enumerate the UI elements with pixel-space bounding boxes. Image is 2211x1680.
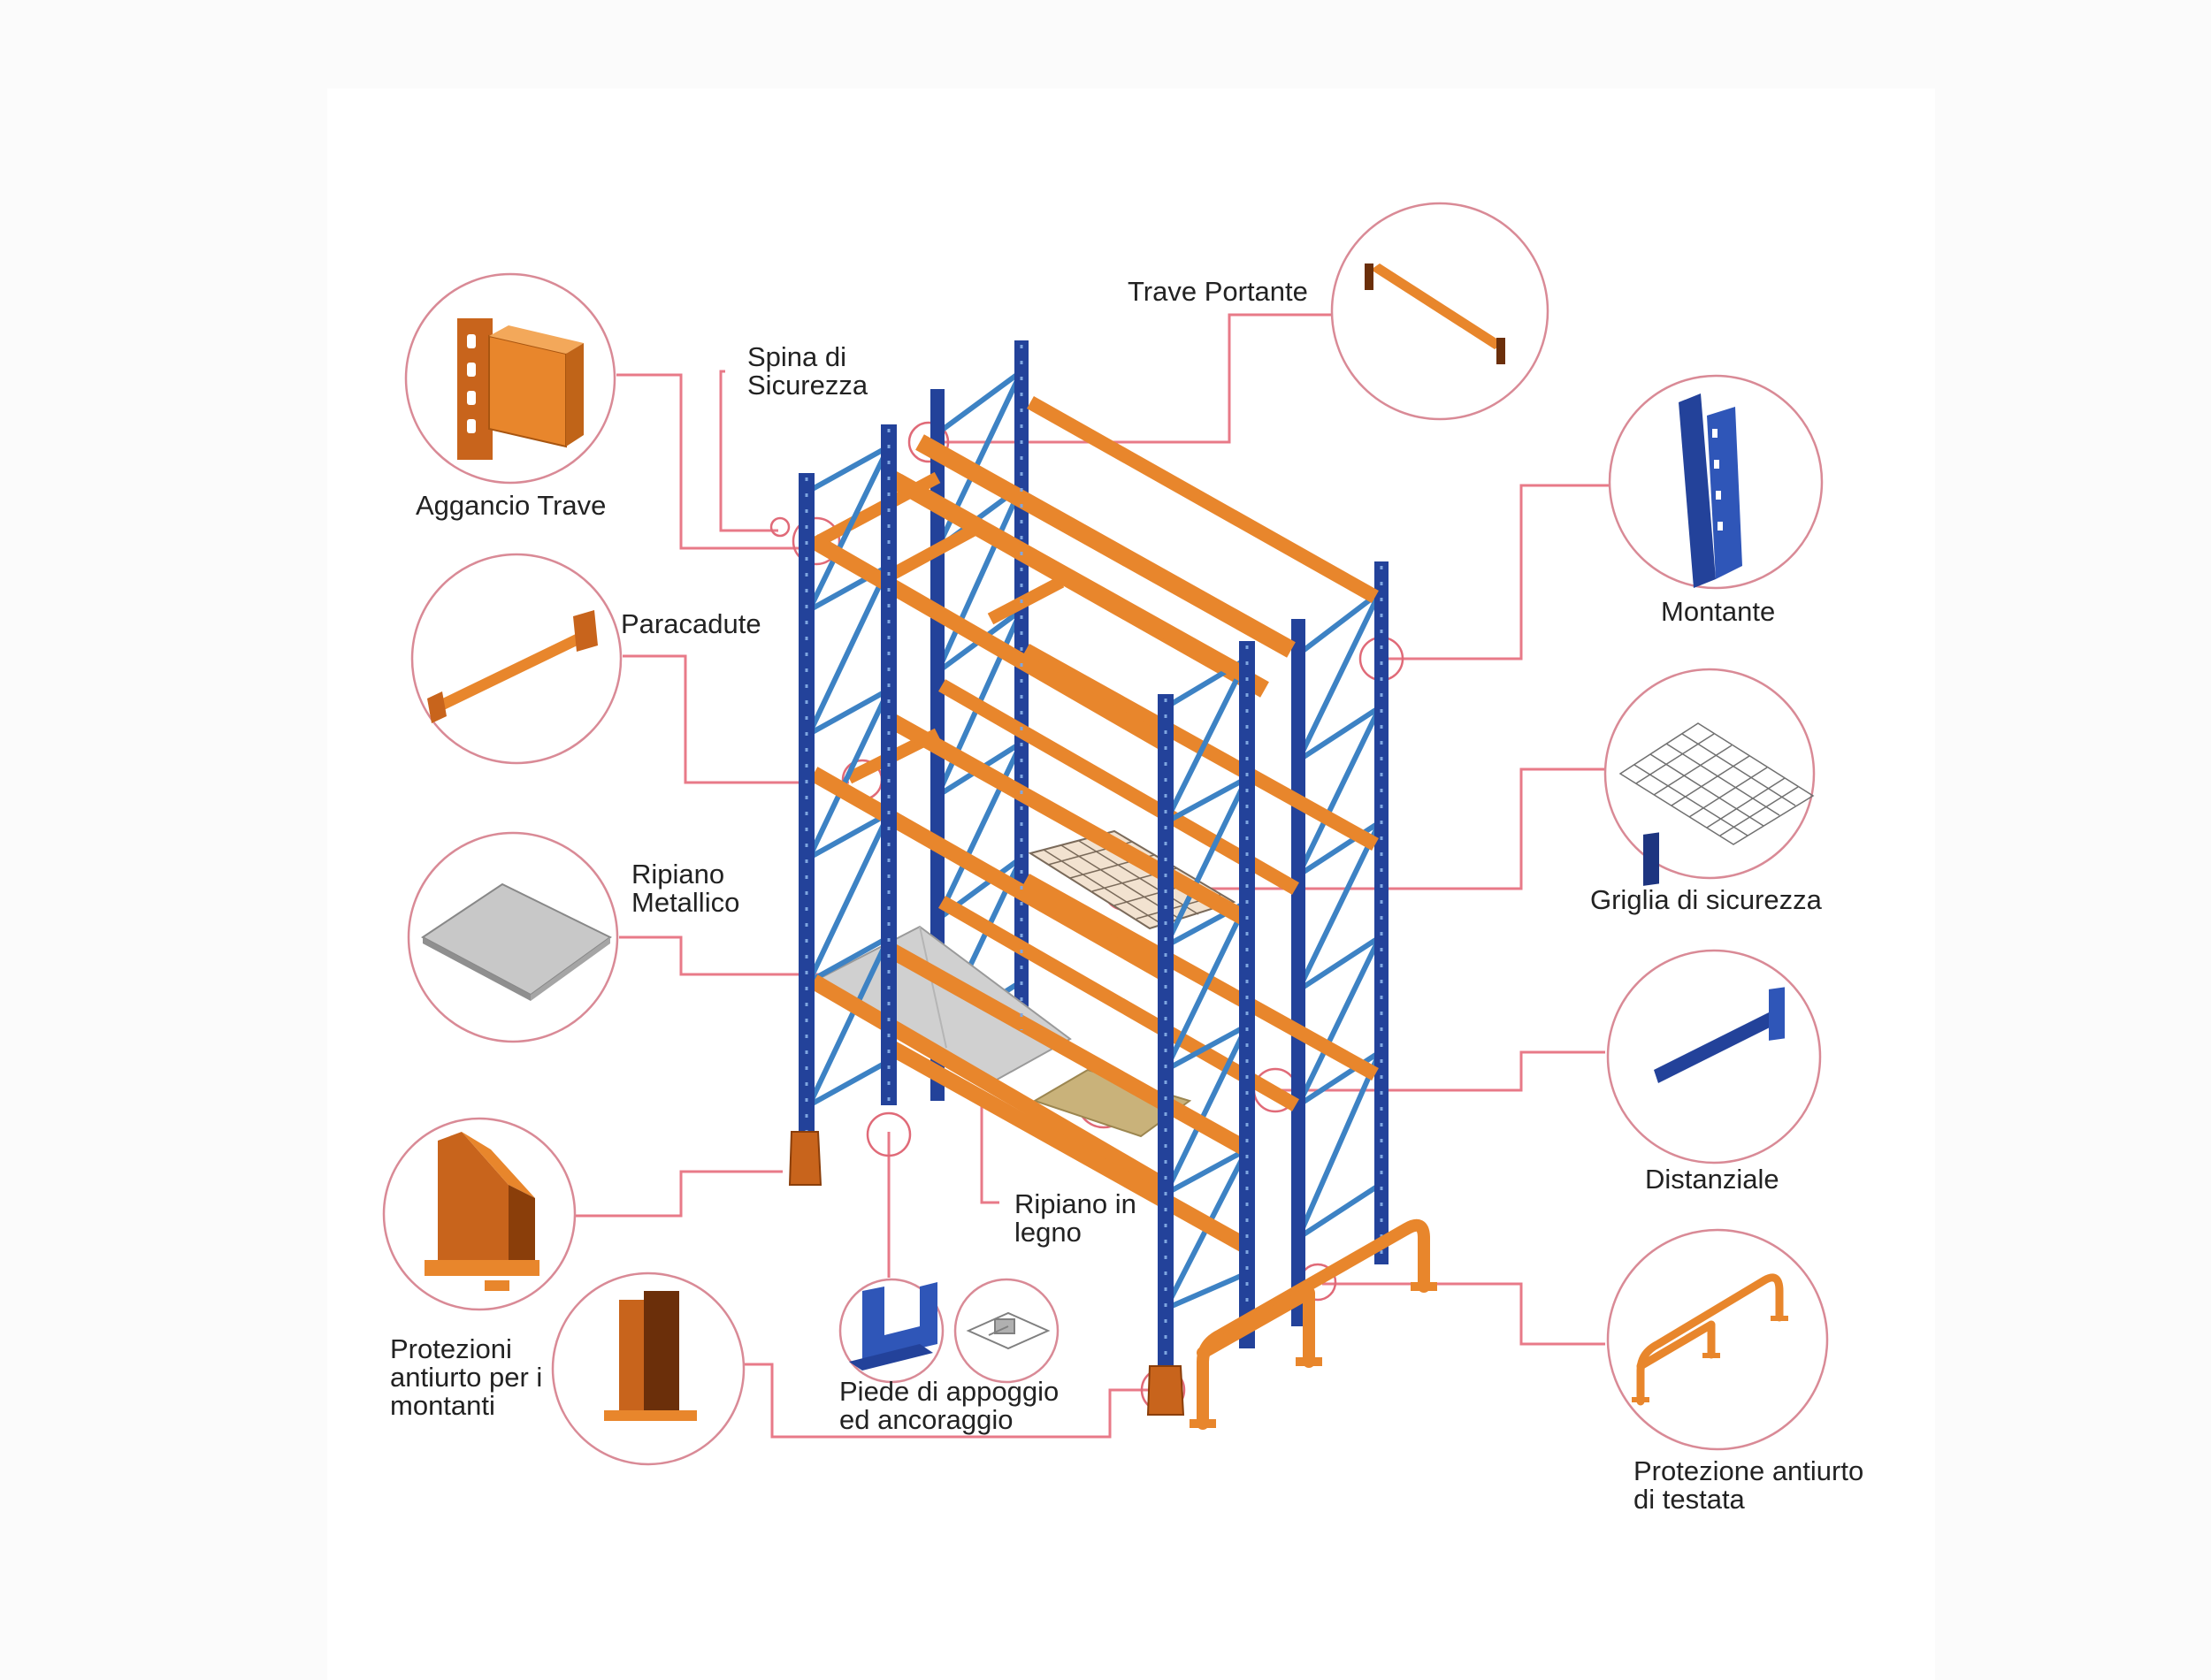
label-griglia-di-sicurezza: Griglia di sicurezza xyxy=(1590,886,1822,914)
upright-guard-icon xyxy=(604,1291,697,1421)
label-piede-line1: Piede di appoggio xyxy=(839,1376,1060,1407)
label-aggancio-trave-text: Aggancio Trave xyxy=(416,490,607,521)
label-protezione-testata-line2: di testata xyxy=(1633,1484,1745,1515)
label-trave-portante: Trave Portante xyxy=(1128,278,1308,306)
row-spacer-icon xyxy=(1643,832,1785,1083)
anchor-bolt-icon xyxy=(966,1311,1051,1350)
label-ripiano-metallico-line1: Ripiano xyxy=(631,859,725,890)
upright-protector-icon xyxy=(425,1132,539,1291)
beam-icon xyxy=(1365,263,1505,364)
callout-lines xyxy=(575,313,1611,1439)
callout-line-spina xyxy=(719,370,778,532)
base-plate-icon xyxy=(849,1282,937,1371)
callout-line-ripiano-legno xyxy=(980,1105,999,1204)
label-protezioni-line1: Protezioni xyxy=(390,1333,512,1364)
label-montante-text: Montante xyxy=(1661,596,1776,627)
callout-line-distanziale xyxy=(1278,1050,1605,1092)
label-protezioni-line2: antiurto per i xyxy=(390,1362,543,1393)
label-piede-line2: ed ancoraggio xyxy=(839,1404,1014,1435)
label-protezioni-line3: montanti xyxy=(390,1390,495,1421)
callout-line-montante xyxy=(1389,484,1611,661)
callout-line-trave-portante xyxy=(929,313,1335,444)
label-piede-di-appoggio: Piede di appoggio ed ancoraggio xyxy=(839,1378,1059,1434)
label-montante: Montante xyxy=(1661,598,1775,626)
label-spina-di-sicurezza: Spina di Sicurezza xyxy=(747,343,868,400)
label-ripiano-in-legno: Ripiano in legno xyxy=(1014,1190,1136,1247)
metal-shelf-icon xyxy=(421,882,612,1001)
label-trave-portante-text: Trave Portante xyxy=(1128,276,1308,307)
label-ripiano-legno-line2: legno xyxy=(1014,1217,1082,1248)
label-paracadute: Paracadute xyxy=(621,610,761,638)
label-spina-line2: Sicurezza xyxy=(747,370,868,401)
safety-bar-icon xyxy=(427,610,598,723)
label-ripiano-legno-line1: Ripiano in xyxy=(1014,1188,1136,1219)
callout-line-aggancio-trave xyxy=(616,373,805,550)
beam-connector-icon xyxy=(457,318,584,460)
label-distanziale-text: Distanziale xyxy=(1645,1164,1779,1195)
callout-line-protezioni-montanti xyxy=(575,1170,783,1218)
label-ripiano-metallico: Ripiano Metallico xyxy=(631,860,739,917)
callout-line-griglia xyxy=(1132,767,1605,890)
label-protezione-testata: Protezione antiurto di testata xyxy=(1633,1457,1863,1514)
wire-mesh-icon xyxy=(1618,722,1815,845)
label-protezioni-montanti: Protezioni antiurto per i montanti xyxy=(390,1335,542,1420)
callout-line-ripiano-metallico xyxy=(619,935,893,976)
label-griglia-text: Griglia di sicurezza xyxy=(1590,884,1822,915)
label-distanziale: Distanziale xyxy=(1645,1165,1779,1194)
pallet-rack xyxy=(788,340,1437,1430)
wood-shelf-deck xyxy=(1032,1068,1192,1138)
label-aggancio-trave: Aggancio Trave xyxy=(416,492,606,520)
end-guard-rail xyxy=(1197,1218,1430,1430)
label-protezione-testata-line1: Protezione antiurto xyxy=(1633,1455,1864,1486)
end-guard-rail-icon xyxy=(1636,1273,1784,1406)
label-spina-line1: Spina di xyxy=(747,341,847,372)
callout-line-paracadute xyxy=(623,654,849,784)
callout-line-protezione-testata xyxy=(1322,1282,1605,1346)
upright-icon xyxy=(1679,393,1742,588)
label-ripiano-metallico-line2: Metallico xyxy=(631,887,740,918)
label-paracadute-text: Paracadute xyxy=(621,608,761,639)
callout-line-piede-bottom xyxy=(743,1363,1163,1439)
